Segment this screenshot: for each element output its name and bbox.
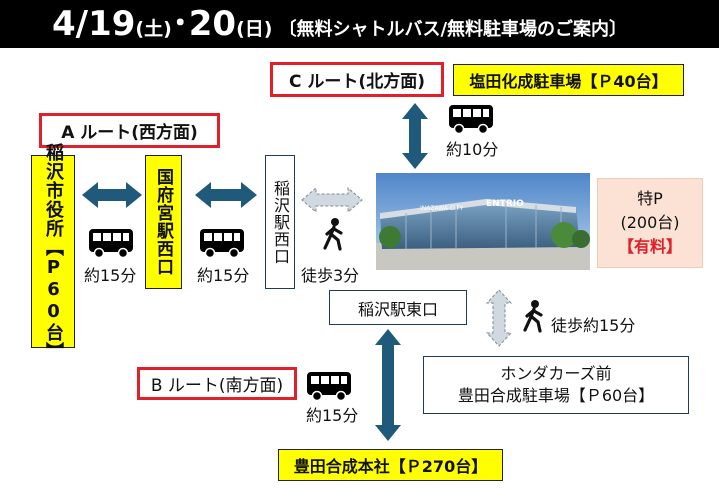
header-subtitle: 〔無料シャトルバス/無料駐車場のご案内〕 bbox=[278, 19, 628, 40]
arrow-cityhall-kounomiya bbox=[82, 182, 142, 208]
honda-line-2: 豊田合成駐車場【Ｐ60台】 bbox=[457, 386, 655, 405]
page-header: 4/19 (土) ･ 20 (日) 〔無料シャトルバス/無料駐車場のご案内〕 bbox=[0, 0, 719, 48]
date-sat: (土) bbox=[135, 18, 172, 40]
bus-icon bbox=[200, 229, 244, 259]
date-main: 4/19 bbox=[52, 4, 136, 44]
special-line-1: 特P bbox=[637, 189, 663, 208]
walk-arrow-honda bbox=[485, 289, 513, 347]
bus-icon bbox=[307, 372, 351, 402]
special-line-3: 【有料】 bbox=[617, 237, 682, 256]
walk-arrow-west bbox=[301, 186, 363, 214]
arrow-venue-route-c bbox=[402, 103, 428, 169]
date-second: 20 bbox=[188, 4, 237, 44]
route-a-label: A ルート(西方面) bbox=[39, 113, 220, 148]
time-walk-west: 徒歩3分 bbox=[301, 266, 360, 285]
time-b-bus: 約15分 bbox=[306, 406, 359, 425]
bus-icon bbox=[449, 105, 493, 135]
time-c-bus: 約10分 bbox=[446, 140, 499, 159]
time-a-left: 約15分 bbox=[84, 266, 137, 285]
date-dot: ･ bbox=[171, 4, 189, 44]
arrow-kounomiya-inazawa bbox=[195, 182, 257, 208]
stop-city-hall: 稲沢市役所【P60台】 bbox=[31, 143, 75, 361]
parking-shiodakasei: 塩田化成駐車場【Ｐ40台】 bbox=[453, 64, 684, 96]
time-walk-honda: 徒歩約15分 bbox=[551, 316, 636, 335]
venue-sign-small: INAZAWA CITY bbox=[420, 205, 464, 212]
special-line-2: (200台) bbox=[620, 213, 680, 232]
arrow-east-toyoda bbox=[375, 329, 401, 441]
venue-building-photo: ENTRIO INAZAWA CITY bbox=[376, 173, 590, 270]
bus-icon bbox=[89, 229, 133, 259]
walking-person-icon bbox=[523, 300, 543, 333]
honda-line-1: ホンダカーズ前 bbox=[500, 364, 612, 383]
venue-sign: ENTRIO bbox=[486, 199, 524, 209]
stop-kounomiya-west: 国府宮駅西口 bbox=[145, 155, 182, 289]
parking-toyoda-headquarters: 豊田合成本社【Ｐ270台】 bbox=[278, 449, 503, 481]
stop-inazawa-east: 稲沢駅東口 bbox=[329, 290, 467, 325]
stop-inazawa-west: 稲沢駅西口 bbox=[265, 155, 295, 289]
time-a-right: 約15分 bbox=[197, 266, 250, 285]
parking-special-paid: 特P (200台) 【有料】 bbox=[597, 178, 703, 268]
route-c-label: C ルート(北方面) bbox=[270, 62, 444, 97]
date-sun: (日) bbox=[236, 18, 273, 40]
walking-person-icon bbox=[323, 218, 343, 251]
parking-honda-cars: ホンダカーズ前 豊田合成駐車場【Ｐ60台】 bbox=[423, 356, 689, 414]
route-b-label: B ルート(南方面) bbox=[137, 367, 297, 400]
